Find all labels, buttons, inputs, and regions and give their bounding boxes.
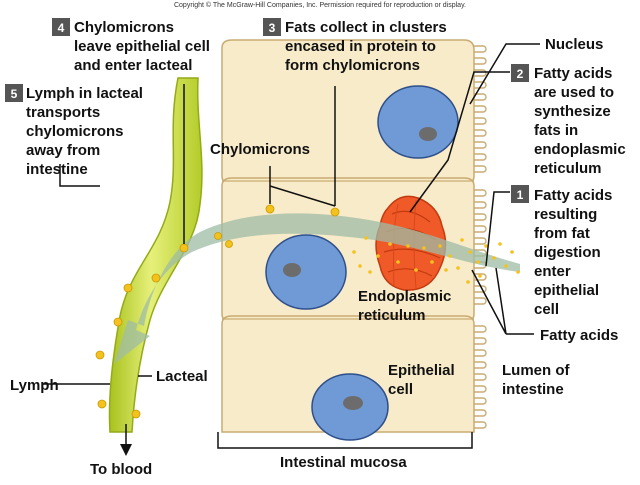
svg-text:intestine: intestine <box>26 161 88 178</box>
svg-text:endoplasmic: endoplasmic <box>534 141 626 158</box>
label-lumen-line2: intestine <box>502 381 564 398</box>
svg-text:5: 5 <box>11 87 18 101</box>
nucleus-bottom <box>311 373 389 441</box>
nucleus-top <box>377 85 459 159</box>
svg-text:synthesize: synthesize <box>534 103 611 120</box>
svg-text:leave epithelial cell: leave epithelial cell <box>74 38 210 55</box>
svg-text:form chylomicrons: form chylomicrons <box>285 57 420 74</box>
svg-text:Fats collect in clusters: Fats collect in clusters <box>285 19 447 36</box>
label-lacteal: Lacteal <box>156 368 208 385</box>
step-box-5 <box>5 84 23 102</box>
svg-text:2: 2 <box>517 67 524 81</box>
to-blood-arrowhead <box>120 444 132 456</box>
svg-text:Lymph in lacteal: Lymph in lacteal <box>26 85 143 102</box>
label-epithelial-line2: cell <box>388 381 413 398</box>
svg-text:enter: enter <box>534 263 571 280</box>
svg-text:Fatty acids: Fatty acids <box>534 187 612 204</box>
svg-text:digestion: digestion <box>534 244 601 261</box>
svg-text:reticulum: reticulum <box>534 160 602 177</box>
label-chylomicrons: Chylomicrons <box>210 141 310 158</box>
step-box-1 <box>511 185 529 203</box>
chylomicron-particles <box>95 204 340 419</box>
svg-text:are used to: are used to <box>534 84 614 101</box>
svg-text:chylomicrons: chylomicrons <box>26 123 124 140</box>
svg-text:3: 3 <box>269 21 276 35</box>
label-epithelial-line1: Epithelial <box>388 362 455 379</box>
svg-text:Chylomicrons: Chylomicrons <box>74 19 174 36</box>
svg-text:cell: cell <box>534 301 559 318</box>
step-3-description: Fats collect in clusters encased in prot… <box>285 19 447 74</box>
label-nucleus: Nucleus <box>545 36 603 53</box>
label-er-line2: reticulum <box>358 307 426 324</box>
label-lumen-line1: Lumen of <box>502 362 570 379</box>
microvilli <box>474 45 487 429</box>
label-lymph: Lymph <box>10 377 59 394</box>
svg-text:away from: away from <box>26 142 100 159</box>
svg-text:Fatty acids: Fatty acids <box>534 65 612 82</box>
svg-text:4: 4 <box>58 21 65 35</box>
step-4-description: Chylomicrons leave epithelial cell and e… <box>74 19 210 74</box>
label-to-blood: To blood <box>90 461 152 478</box>
step-5-description: Lymph in lacteal transports chylomicrons… <box>26 85 143 178</box>
svg-text:and enter lacteal: and enter lacteal <box>74 57 192 74</box>
fatty-acid-dots <box>352 236 520 284</box>
step-badges: 1 2 3 4 5 <box>5 18 529 203</box>
step-box-3 <box>263 18 281 36</box>
svg-text:fats in: fats in <box>534 122 578 139</box>
svg-text:epithelial: epithelial <box>534 282 599 299</box>
svg-text:transports: transports <box>26 104 100 121</box>
step-box-4 <box>52 18 70 36</box>
svg-text:from fat: from fat <box>534 225 590 242</box>
label-fatty-acids: Fatty acids <box>540 327 618 344</box>
nucleus-middle <box>265 234 347 310</box>
svg-text:encased in protein to: encased in protein to <box>285 38 436 55</box>
copyright-text: Copyright © The McGraw-Hill Companies, I… <box>174 1 466 9</box>
step-1-description: Fatty acids resulting from fat digestion… <box>534 187 612 318</box>
pointer-lines <box>42 43 540 449</box>
step-2-description: Fatty acids are used to synthesize fats … <box>534 65 626 177</box>
label-intestinal-mucosa: Intestinal mucosa <box>280 454 407 471</box>
step-box-2 <box>511 64 529 82</box>
svg-text:1: 1 <box>517 188 524 202</box>
svg-text:resulting: resulting <box>534 206 597 223</box>
label-er-line1: Endoplasmic <box>358 288 451 305</box>
